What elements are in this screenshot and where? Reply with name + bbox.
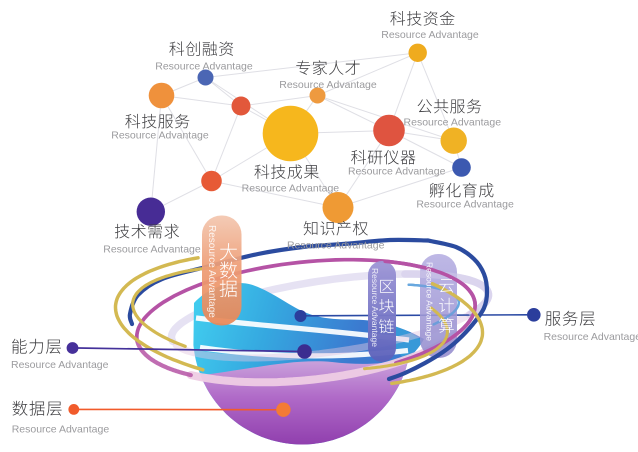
svg-text:Resource Advantage: Resource Advantage (155, 61, 253, 73)
svg-text:Resource Advantage: Resource Advantage (370, 268, 380, 347)
svg-text:Resource Advantage: Resource Advantage (381, 29, 479, 41)
svg-text:Resource Advantage: Resource Advantage (242, 183, 340, 195)
svg-text:Resource Advantage: Resource Advantage (404, 117, 502, 129)
svg-text:Resource Advantage: Resource Advantage (103, 244, 201, 256)
svg-text:Resource Advantage: Resource Advantage (425, 262, 435, 341)
svg-text:Resource Advantage: Resource Advantage (544, 331, 638, 343)
svg-text:Resource Advantage: Resource Advantage (11, 359, 109, 371)
svg-text:Resource Advantage: Resource Advantage (206, 225, 217, 318)
svg-text:Resource Advantage: Resource Advantage (416, 199, 514, 211)
svg-text:Resource Advantage: Resource Advantage (279, 79, 377, 91)
svg-text:Resource Advantage: Resource Advantage (12, 424, 110, 436)
svg-text:Resource Advantage: Resource Advantage (287, 240, 385, 252)
svg-text:Resource Advantage: Resource Advantage (111, 130, 209, 142)
svg-text:Resource Advantage: Resource Advantage (348, 166, 446, 178)
